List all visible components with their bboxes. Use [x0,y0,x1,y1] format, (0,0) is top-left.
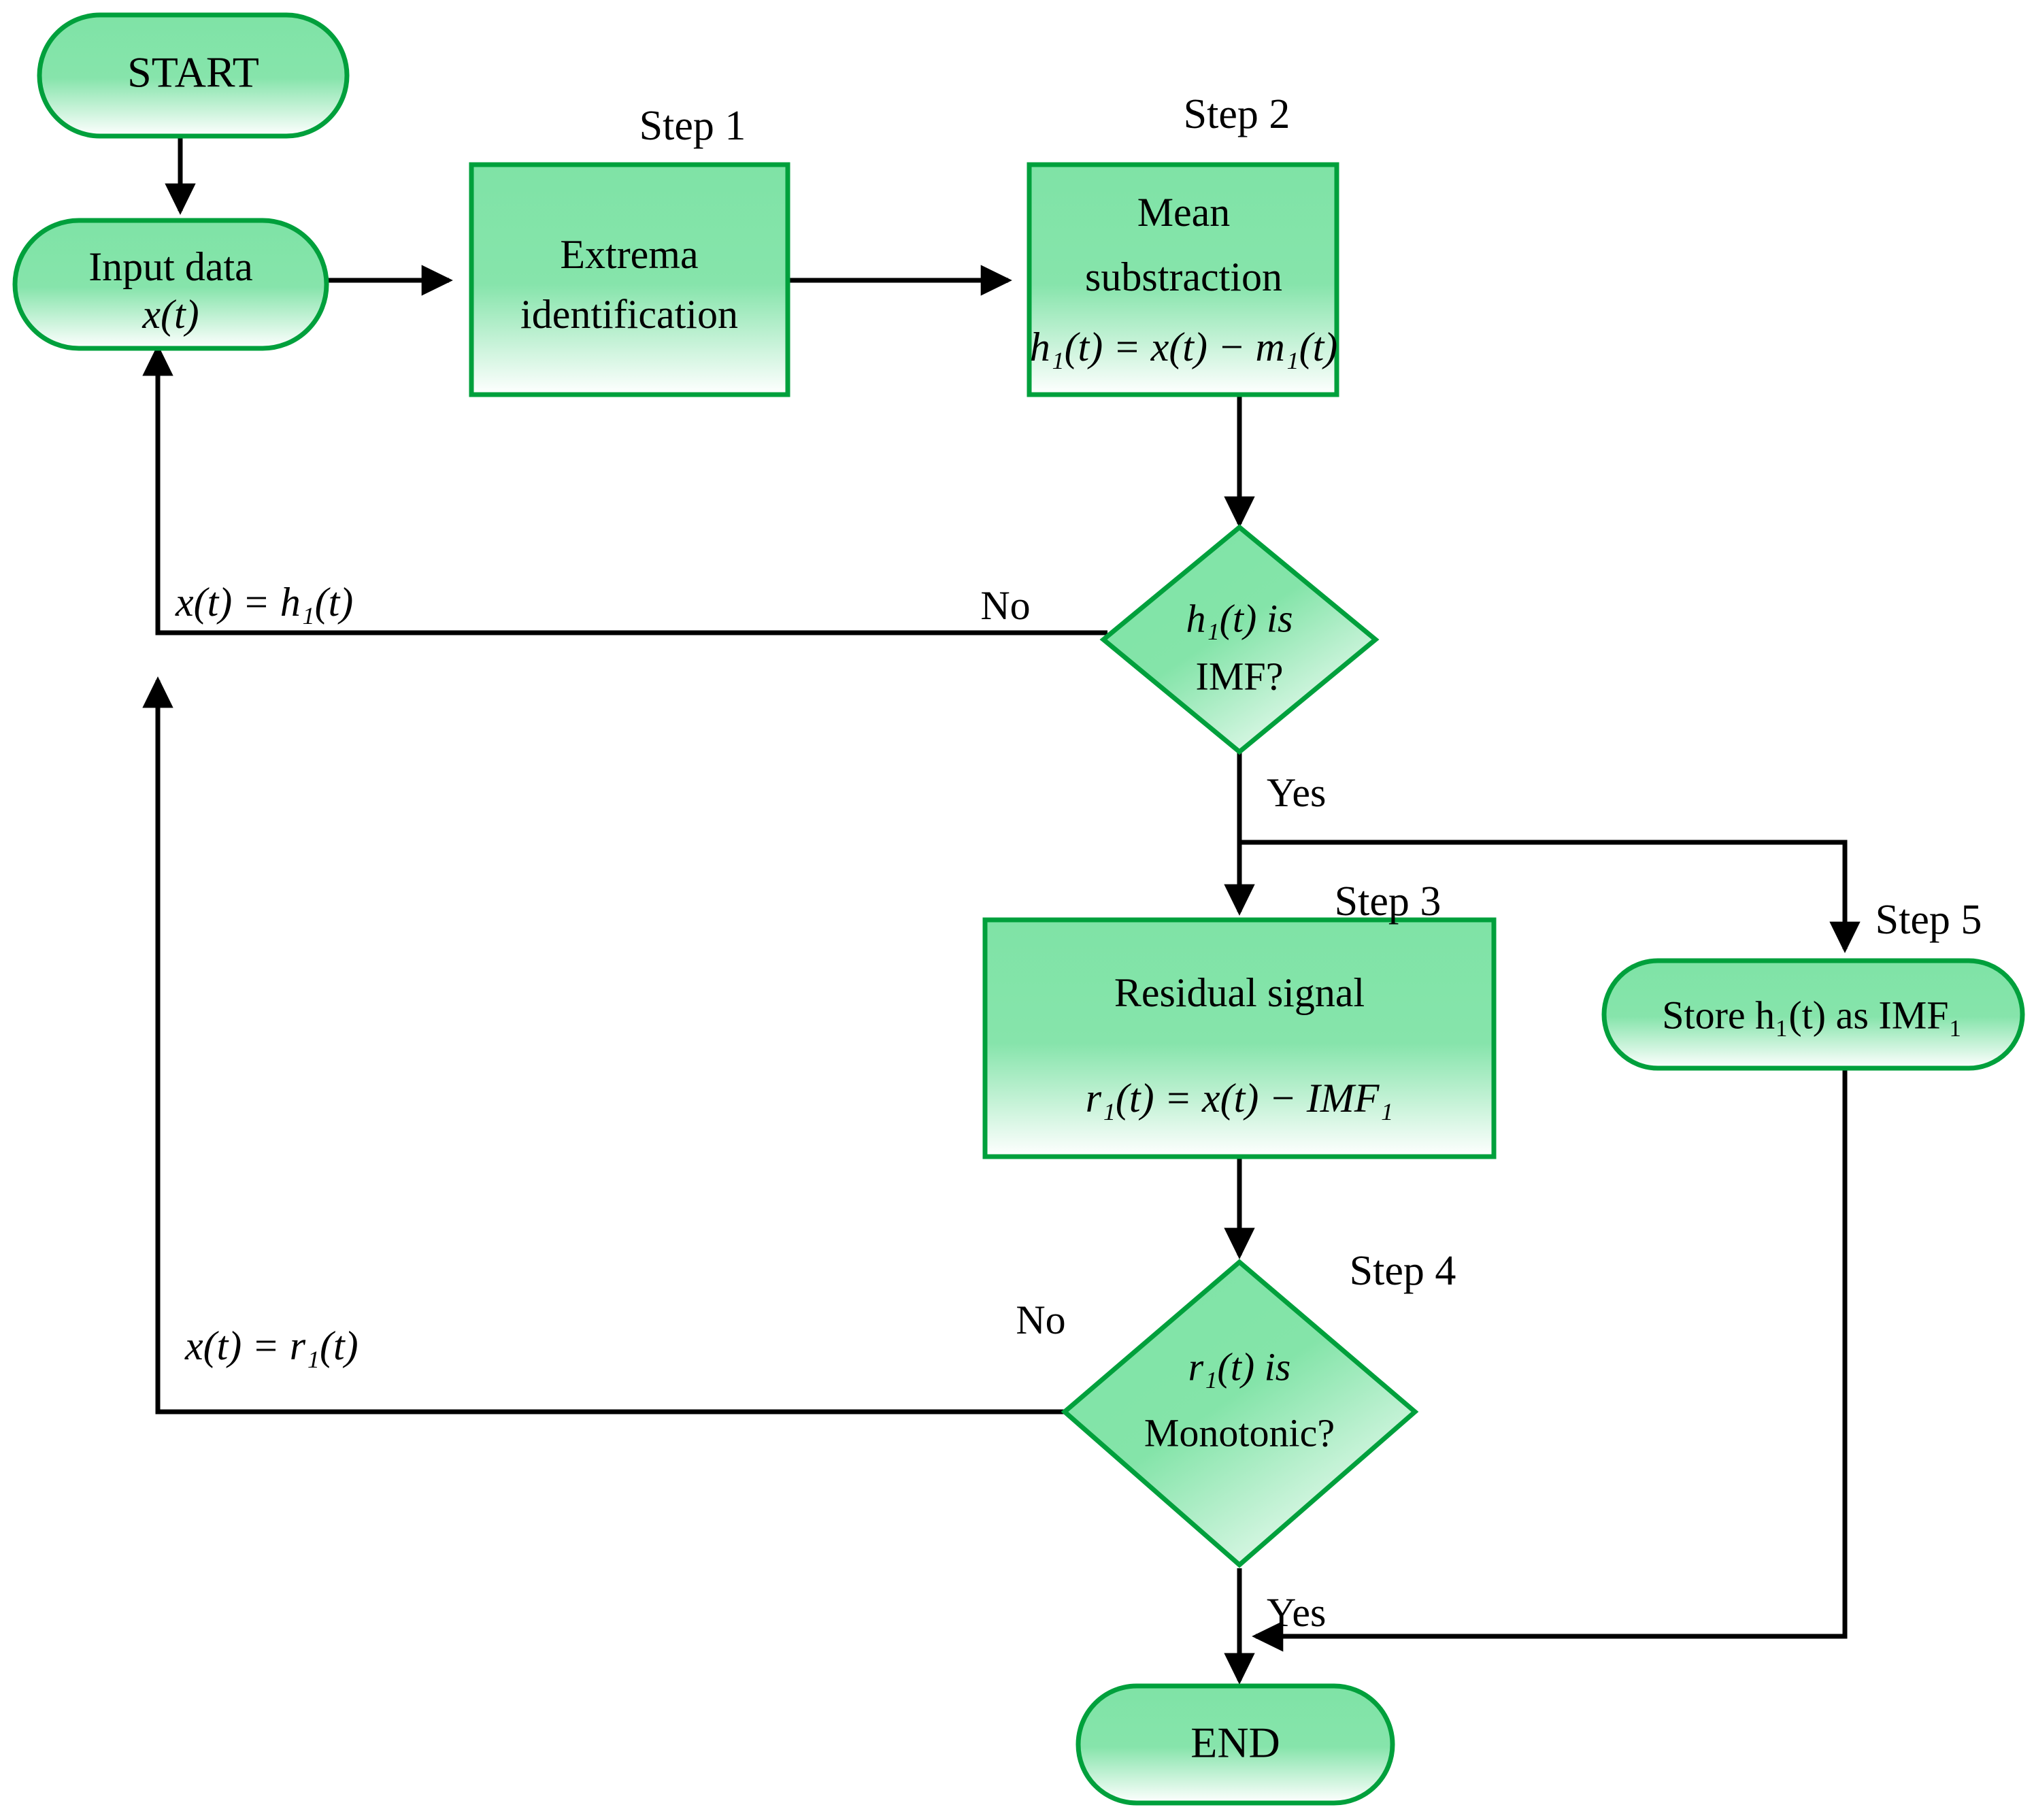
edge-label-decision1-yes: Yes [1267,770,1326,815]
node-step3-formula: r₁(t) = x(t) − IMF₁ [1086,1076,1394,1121]
node-input-data-variable: x(t) [141,292,199,337]
node-step1-extrema-identification[interactable] [469,162,790,397]
node-step5-label: Store h₁(t) as IMF₁ [1662,993,1963,1037]
edge-label-feedback-h: x(t) = h₁(t) [175,580,353,625]
connector-decision2-no-feedback [142,676,1068,1414]
node-decision1-line1: h₁(t) is [1186,596,1293,640]
node-step2-formula: h₁(t) = x(t) − m₁(t) [1030,325,1338,369]
node-step2-line2: substraction [1085,254,1282,299]
node-decision2-line1: r₁(t) is [1188,1344,1291,1389]
node-start[interactable] [37,12,350,139]
node-decision1-line2: IMF? [1196,654,1284,698]
node-input-data[interactable] [12,218,329,351]
node-step5-store-imf[interactable] [1601,958,2025,1071]
step-label-3: Step 3 [1335,878,1441,925]
node-step2-mean-substraction[interactable] [1027,162,1339,397]
node-decision2-line2: Monotonic? [1144,1410,1335,1455]
node-decision2-is-monotonic[interactable] [1061,1259,1419,1568]
edge-label-feedback-r: x(t) = r₁(t) [184,1323,359,1368]
edge-label-decision2-no: No [1016,1297,1065,1342]
node-start-label: START [127,48,259,97]
node-decision1-is-imf[interactable] [1099,524,1380,755]
node-end-label: END [1190,1719,1280,1767]
node-step1-line1: Extrema [560,232,698,277]
step-label-1: Step 1 [639,103,746,149]
step-label-4: Step 4 [1350,1248,1456,1294]
connector-step5-to-end [1252,1068,1848,1652]
edge-label-decision2-yes: Yes [1267,1590,1326,1635]
step-label-2: Step 2 [1184,91,1290,137]
node-step2-line1: Mean [1137,190,1231,235]
node-step3-line1: Residual signal [1114,970,1365,1015]
edge-label-decision1-no: No [980,583,1030,628]
node-step3-residual-signal[interactable] [982,917,1497,1159]
connector-decision1-yes-to-step5 [1239,840,1861,953]
step-label-5: Step 5 [1875,897,1982,943]
connector-decision1-no-feedback [142,344,1107,635]
node-step1-line2: identification [520,292,738,337]
node-input-data-label: Input data [88,244,253,289]
node-end[interactable] [1076,1683,1395,1806]
